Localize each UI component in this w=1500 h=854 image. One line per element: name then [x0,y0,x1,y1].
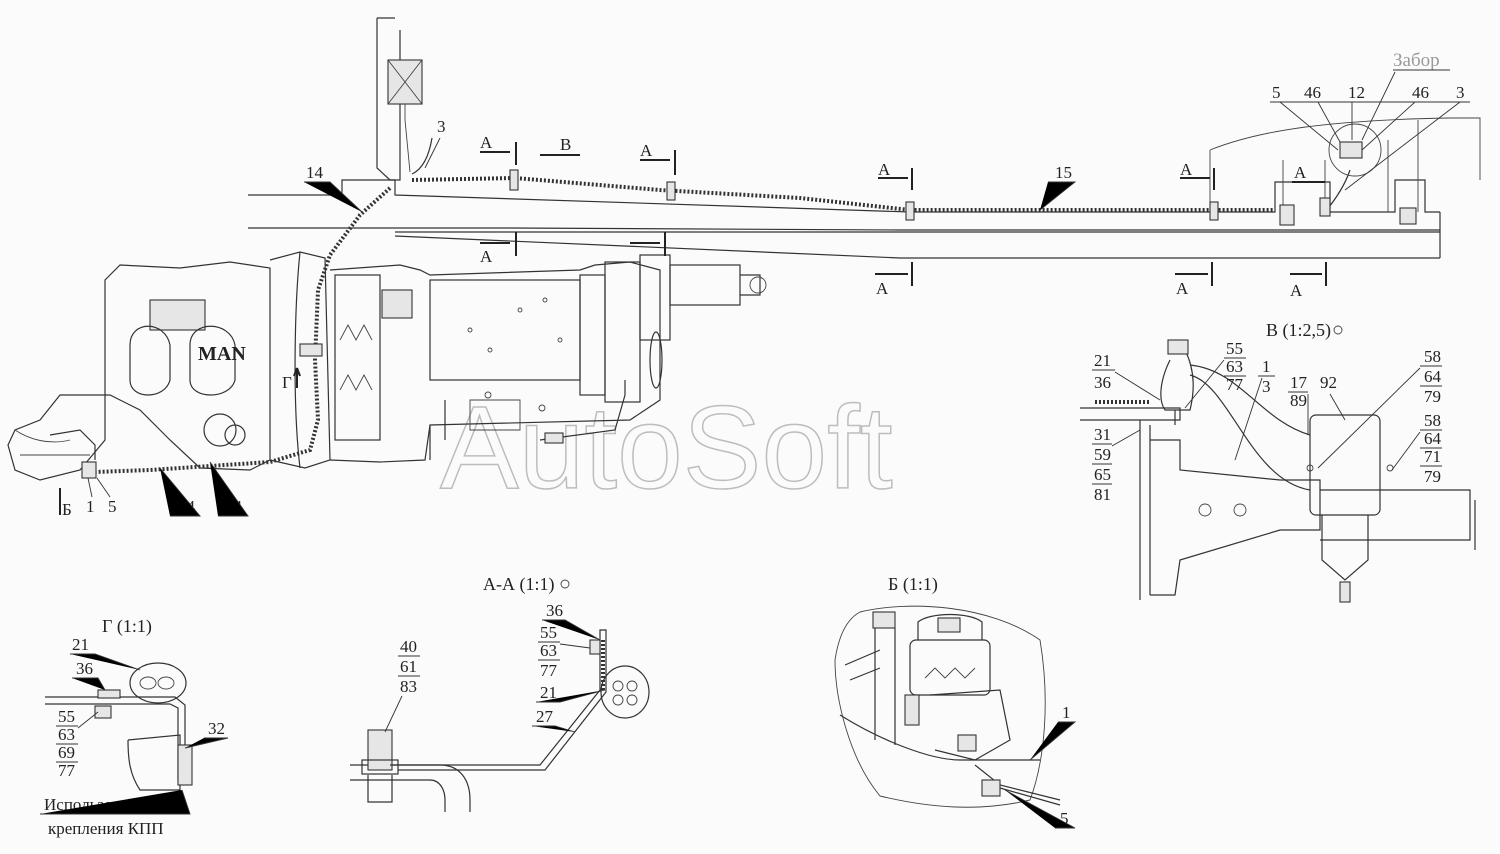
callout-3: 3 [437,117,446,136]
section-mark-a7: А [876,279,889,298]
view-aa-title: А-А (1:1) [483,574,554,595]
aa-callout-77: 77 [540,661,558,680]
main-callouts: 3 14 15 5 46 12 46 3 1 5 34 34 [86,83,1470,517]
watermark: AutoSoft [440,382,893,514]
section-mark-a3: А [878,160,891,179]
v-callout-55: 55 [1226,339,1243,358]
section-mark-a8: А [1176,279,1189,298]
fuel-intake: Забор [1328,50,1450,177]
section-markers: А В А А А А А А А А Г Б [59,133,1327,519]
v-callout-77: 77 [1226,375,1244,394]
v-callout-64a: 64 [1424,367,1442,386]
section-mark-a: А [480,133,493,152]
g-callout-63: 63 [58,725,75,744]
view-b-title: Б (1:1) [888,574,938,595]
aa-callout-21: 21 [540,683,557,702]
aa-callout-27: 27 [536,707,554,726]
section-mark-a6: А [480,247,493,266]
callout-46a: 46 [1304,83,1321,102]
v-callout-31: 31 [1094,425,1111,444]
engine: MAN [7,261,271,481]
v-callout-21: 21 [1094,351,1111,370]
aa-callout-55: 55 [540,623,557,642]
b-callout-1: 1 [1062,703,1071,722]
v-callout-17: 17 [1290,373,1308,392]
v-callout-79b: 79 [1424,467,1441,486]
callout-14: 14 [306,163,324,182]
section-mark-b: Б [62,500,72,519]
aa-callout-83: 83 [400,677,417,696]
callout-3b: 3 [1456,83,1465,102]
b-callout-5: 5 [1060,809,1069,828]
section-mark-a4: А [1180,160,1193,179]
callout-5: 5 [1272,83,1281,102]
callout-15: 15 [1055,163,1072,182]
view-g-title: Г (1:1) [102,616,152,637]
aa-callout-36: 36 [546,601,563,620]
v-callout-89: 89 [1290,391,1307,410]
view-b: Б (1:1) 1 5 [834,574,1077,829]
v-callout-3: 3 [1262,377,1271,396]
g-callout-69: 69 [58,743,75,762]
v-callout-79a: 79 [1424,387,1441,406]
v-callout-58a: 58 [1424,347,1441,366]
view-v-title: В (1:2,5) [1266,320,1331,341]
engine-pump [49,429,97,479]
bracket-assembly [376,17,423,181]
section-mark-a9: А [1290,281,1303,300]
note-gearbox-mount: крепления КПП [48,819,164,838]
v-callout-59: 59 [1094,445,1111,464]
section-mark-g: Г [282,373,292,392]
g-callout-21: 21 [72,635,89,654]
callout-46b: 46 [1412,83,1429,102]
v-callout-81: 81 [1094,485,1111,504]
engine-brand-label: MAN [198,343,246,365]
g-callout-36: 36 [76,659,93,678]
g-callout-55: 55 [58,707,75,726]
v-callout-36: 36 [1094,373,1111,392]
v-callout-92: 92 [1320,373,1337,392]
frame-rail [248,117,1481,259]
zabor-label: Забор [1393,50,1440,71]
v-callout-1: 1 [1262,357,1271,376]
section-mark-v: В [560,135,571,154]
callout-12: 12 [1348,83,1365,102]
view-v: В (1:2,5) 21 36 55 63 77 1 3 17 [1080,320,1476,603]
g-callout-77: 77 [58,761,76,780]
gearbox [329,254,767,463]
v-callout-63: 63 [1226,357,1243,376]
v-callout-65: 65 [1094,465,1111,484]
aa-callout-40: 40 [400,637,417,656]
aa-callout-63: 63 [540,641,557,660]
v-callout-71: 71 [1424,447,1441,466]
aa-callout-61: 61 [400,657,417,676]
callout-1: 1 [86,497,95,516]
bell-housing [269,251,331,469]
view-g: Г (1:1) 21 36 55 63 69 77 32 Использоват… [40,616,229,838]
v-callout-58b: 58 [1424,411,1441,430]
callout-5b: 5 [108,497,117,516]
section-mark-a2: А [640,141,653,160]
line-clamps [509,169,1417,226]
section-mark-a5: А [1294,163,1307,182]
v-callout-64b: 64 [1424,429,1442,448]
g-callout-32: 32 [208,719,225,738]
view-aa: А-А (1:1) 36 55 63 77 21 27 40 61 83 [350,574,650,812]
